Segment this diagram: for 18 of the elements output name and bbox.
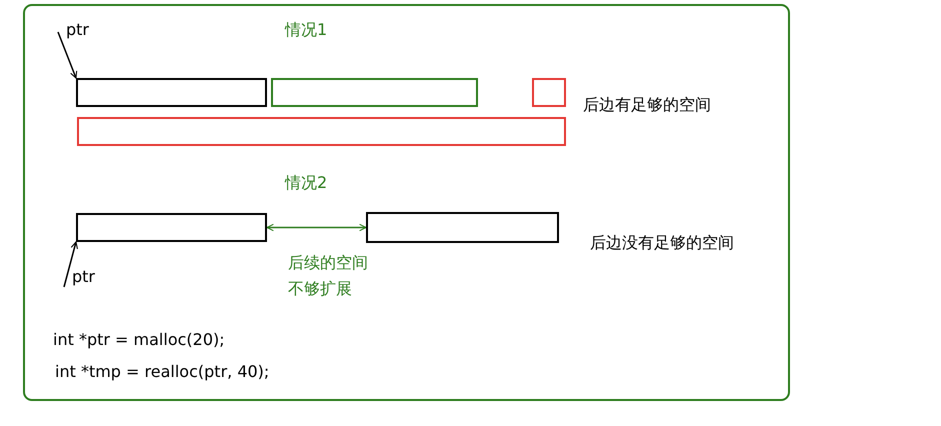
code-line: int *tmp = realloc(ptr, 40); bbox=[55, 362, 270, 381]
pointer-label: ptr bbox=[64, 267, 104, 287]
memory-block bbox=[271, 78, 478, 107]
memory-block bbox=[77, 117, 566, 146]
arrow bbox=[57, 32, 78, 79]
case-heading: 情况2 bbox=[285, 173, 328, 194]
arrow bbox=[266, 224, 367, 232]
arrow bbox=[63, 241, 78, 288]
note-text: 后边有足够的空间 bbox=[583, 95, 711, 116]
pointer-label: ptr bbox=[58, 20, 92, 40]
note-text: 后边没有足够的空间 bbox=[590, 233, 734, 254]
memory-block bbox=[76, 213, 267, 242]
code-line: int *ptr = malloc(20); bbox=[53, 330, 225, 349]
memory-block bbox=[76, 78, 267, 107]
edge-label: 后续的空间不够扩展 bbox=[288, 252, 369, 300]
memory-block bbox=[366, 212, 559, 243]
case-heading: 情况1 bbox=[285, 20, 328, 41]
memory-block bbox=[532, 78, 566, 107]
